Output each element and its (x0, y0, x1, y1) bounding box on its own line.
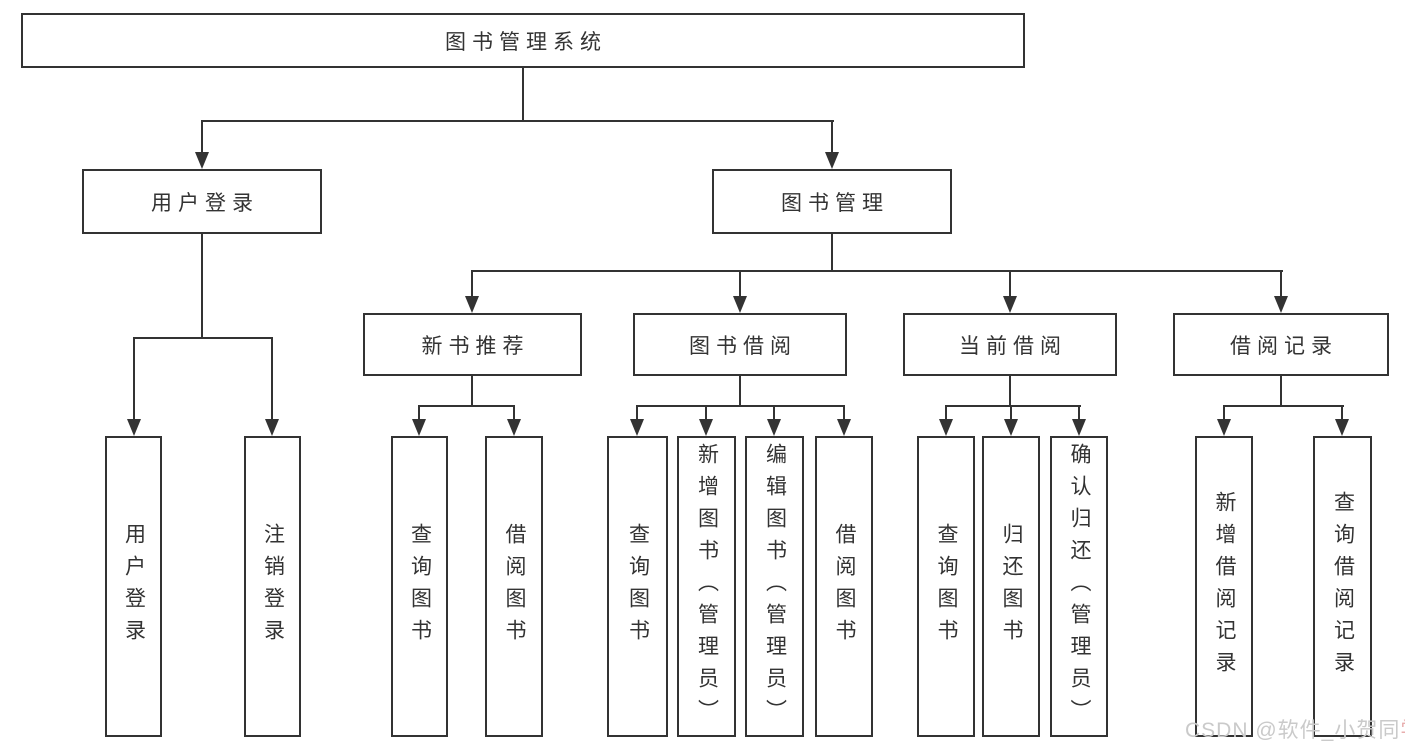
leaf-logout-label: 注销登录 (261, 522, 285, 651)
leaf-newbook-borrow-books-label: 借阅图书 (503, 522, 526, 651)
leaf-borrow-borrow-books: 借阅图书 (815, 436, 873, 737)
arrow-down-icon (412, 419, 426, 436)
connector-line (471, 270, 1283, 272)
leaf-records-add-record-label: 新增借阅记录 (1213, 490, 1236, 683)
node-borrow-records-label: 借阅记录 (1230, 334, 1338, 358)
csdn-watermark: CSDN @软件_小贺同学 (1185, 714, 1405, 744)
connector-line (133, 337, 273, 339)
leaf-current-return-books: 归还图书 (982, 436, 1040, 737)
connector-line (1223, 405, 1344, 407)
connector-line (1341, 405, 1343, 421)
leaf-current-return-books-label: 归还图书 (1000, 522, 1023, 651)
leaf-borrow-query-books: 查询图书 (607, 436, 668, 737)
leaf-records-query-record: 查询借阅记录 (1313, 436, 1372, 737)
node-user-login-label: 用户登录 (151, 191, 259, 215)
arrow-down-icon (630, 419, 644, 436)
connector-line (1078, 405, 1080, 421)
connector-line (945, 405, 947, 421)
connector-line (831, 234, 833, 272)
connector-line (513, 405, 515, 421)
leaf-current-confirm-return-admin: 确认归还（管理员） (1050, 436, 1108, 737)
arrow-down-icon (195, 152, 209, 169)
connector-line (1009, 270, 1011, 298)
connector-line (945, 405, 1081, 407)
arrow-down-icon (939, 419, 953, 436)
leaf-records-add-record: 新增借阅记录 (1195, 436, 1253, 737)
arrow-down-icon (1004, 419, 1018, 436)
leaf-borrow-edit-books-admin: 编辑图书（管理员） (745, 436, 804, 737)
connector-line (1280, 270, 1282, 298)
node-root: 图书管理系统 (21, 13, 1025, 68)
connector-line (201, 234, 203, 339)
leaf-logout: 注销登录 (244, 436, 301, 737)
node-book-management-label: 图书管理 (781, 191, 889, 215)
node-new-book-recommend-label: 新书推荐 (421, 334, 530, 358)
leaf-borrow-add-books-admin-label: 新增图书（管理员） (695, 442, 719, 731)
connector-line (1223, 405, 1225, 421)
connector-line (418, 405, 515, 407)
leaf-borrow-query-books-label: 查询图书 (626, 522, 650, 651)
csdn-watermark-text: CSDN @软件_小贺同 (1185, 719, 1401, 742)
leaf-newbook-query-books: 查询图书 (391, 436, 448, 737)
leaf-user-login: 用户登录 (105, 436, 162, 737)
leaf-user-login-label: 用户登录 (122, 522, 146, 651)
arrow-down-icon (507, 419, 521, 436)
arrow-down-icon (1335, 419, 1349, 436)
connector-line (636, 405, 845, 407)
leaf-current-query-books: 查询图书 (917, 436, 975, 737)
leaf-borrow-borrow-books-label: 借阅图书 (833, 522, 856, 651)
arrow-down-icon (825, 152, 839, 169)
leaf-current-confirm-return-admin-label: 确认归还（管理员） (1068, 442, 1091, 731)
node-new-book-recommend: 新书推荐 (363, 313, 582, 376)
connector-line (1010, 405, 1012, 421)
arrow-down-icon (465, 296, 479, 313)
connector-line (471, 376, 473, 407)
connector-line (843, 405, 845, 421)
connector-line (773, 405, 775, 421)
connector-line (831, 120, 833, 156)
arrow-down-icon (699, 419, 713, 436)
node-current-borrow: 当前借阅 (903, 313, 1117, 376)
arrow-down-icon (1217, 419, 1231, 436)
connector-line (522, 68, 524, 122)
arrow-down-icon (837, 419, 851, 436)
node-user-login: 用户登录 (82, 169, 322, 234)
arrow-down-icon (265, 419, 279, 436)
leaf-newbook-borrow-books: 借阅图书 (485, 436, 543, 737)
node-borrow-records: 借阅记录 (1173, 313, 1389, 376)
arrow-down-icon (767, 419, 781, 436)
connector-line (133, 337, 135, 422)
node-book-borrow-label: 图书借阅 (689, 334, 797, 358)
connector-line (705, 405, 707, 421)
leaf-newbook-query-books-label: 查询图书 (408, 522, 432, 651)
leaf-borrow-add-books-admin: 新增图书（管理员） (677, 436, 736, 737)
node-current-borrow-label: 当前借阅 (959, 334, 1067, 358)
leaf-current-query-books-label: 查询图书 (935, 522, 958, 651)
leaf-records-query-record-label: 查询借阅记录 (1331, 490, 1355, 683)
connector-line (471, 270, 473, 298)
arrow-down-icon (127, 419, 141, 436)
connector-line (201, 120, 203, 156)
connector-line (739, 376, 741, 407)
arrow-down-icon (1003, 296, 1017, 313)
connector-line (271, 337, 273, 422)
node-book-management: 图书管理 (712, 169, 952, 234)
connector-line (739, 270, 741, 298)
connector-line (418, 405, 420, 421)
connector-line (1009, 376, 1011, 407)
connector-line (201, 120, 834, 122)
node-root-label: 图书管理系统 (445, 30, 607, 54)
connector-line (1280, 376, 1282, 407)
csdn-watermark-accent: 学 (1400, 719, 1405, 742)
arrow-down-icon (1274, 296, 1288, 313)
connector-line (636, 405, 638, 421)
leaf-borrow-edit-books-admin-label: 编辑图书（管理员） (763, 442, 787, 731)
arrow-down-icon (733, 296, 747, 313)
node-book-borrow: 图书借阅 (633, 313, 847, 376)
arrow-down-icon (1072, 419, 1086, 436)
